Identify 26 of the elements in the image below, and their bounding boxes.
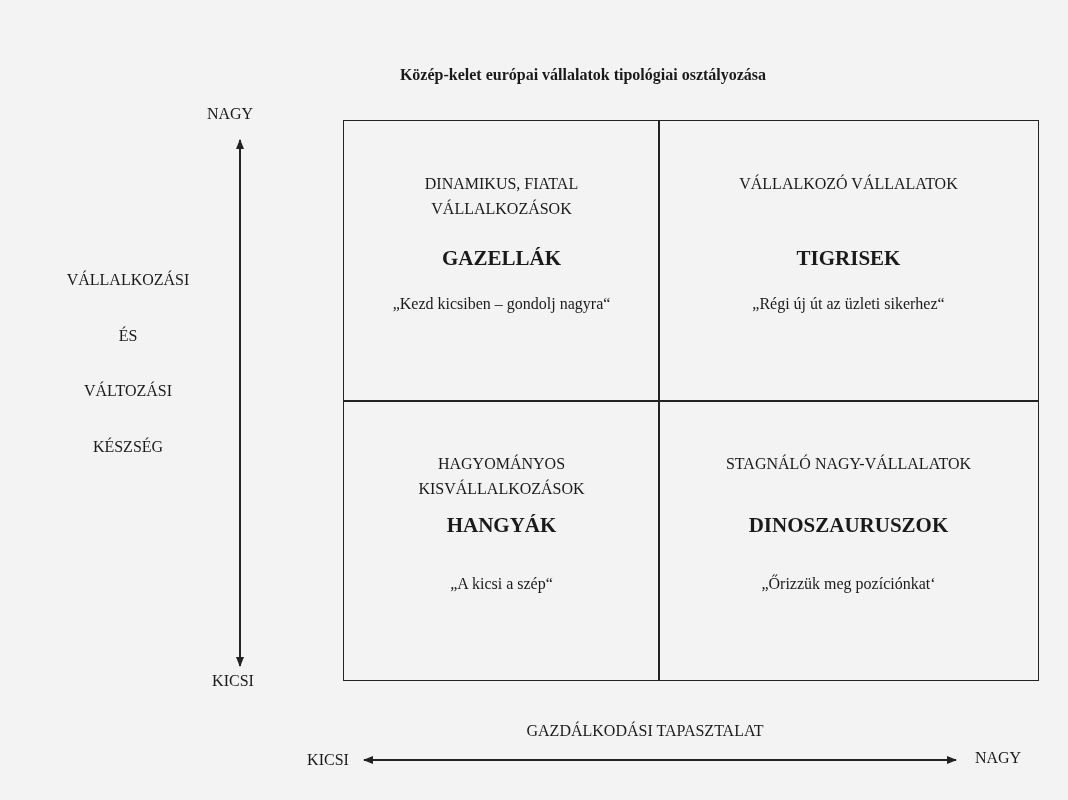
- motto: „Kezd kicsiben – gondolj nagyra“: [391, 294, 612, 315]
- axis-end-label: NAGY: [206, 105, 254, 123]
- axis-end-label: KICSI: [212, 672, 254, 690]
- motto: „A kicsi a szép“: [449, 574, 554, 595]
- axis-title: VÁLTOZÁSI: [84, 382, 172, 400]
- axis-title: VÁLLALKOZÁSI: [66, 271, 190, 289]
- axis-title: ÉS: [118, 327, 138, 345]
- type-name: GAZELLÁK: [441, 246, 562, 271]
- quadrant-box: [658, 400, 1039, 681]
- motto: „Őrizzük meg pozíciónkat‘: [760, 573, 937, 595]
- type-name: DINOSZAURUSZOK: [747, 513, 950, 538]
- group-description: HAGYOMÁNYOS KISVÁLLALKOZÁSOK: [417, 453, 586, 499]
- axis-end-label: NAGY: [974, 749, 1022, 767]
- group-description: VÁLLALKOZÓ VÁLLALATOK: [738, 173, 959, 194]
- group-description: DINAMIKUS, FIATAL VÁLLALKOZÁSOK: [423, 174, 580, 219]
- group-description: STAGNÁLÓ NAGY-VÁLLALATOK: [724, 453, 972, 474]
- axis-title: GAZDÁLKODÁSI TAPASZTALAT: [526, 722, 764, 740]
- diagram-title: Közép-kelet európai vállalatok tipológiai osztályozása: [399, 66, 767, 84]
- quadrant-box: [658, 120, 1039, 402]
- type-name: HANGYÁK: [445, 513, 558, 538]
- quadrant-box: [343, 120, 660, 402]
- axis-title: KÉSZSÉG: [92, 438, 164, 456]
- motto: „Régi új út az üzleti sikerhez“: [751, 294, 946, 315]
- type-name: TIGRISEK: [795, 246, 902, 271]
- quadrant-box: [343, 400, 660, 681]
- axis-end-label: KICSI: [307, 751, 349, 769]
